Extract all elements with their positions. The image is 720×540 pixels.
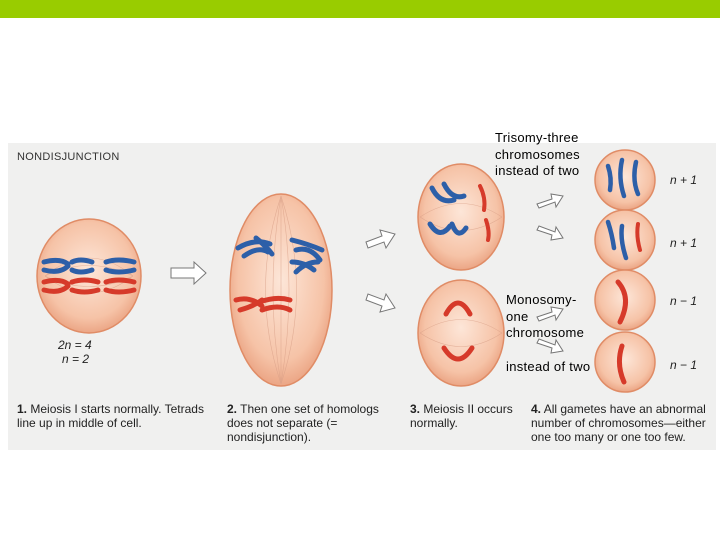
monosomy-annotation: Monosomy- one chromosome — [506, 292, 585, 340]
gamete-3 — [594, 269, 656, 331]
trisomy-annotation: Trisomy-three chromosomes instead of two — [495, 130, 580, 178]
arrow-icon — [365, 229, 396, 250]
gamete-label-3: n − 1 — [670, 294, 698, 308]
arrow-icon — [536, 193, 564, 354]
gamete-4 — [594, 331, 656, 393]
tetrad-blue — [41, 257, 95, 275]
step-caption-3: 3. Meiosis II occurs normally. — [410, 402, 513, 430]
cell-meiosis-1 — [36, 218, 142, 334]
arrow-icon — [365, 292, 396, 313]
accent-bar — [0, 0, 720, 18]
cell-meiosis-3-bottom — [417, 279, 505, 387]
homologs-red — [233, 295, 293, 313]
gamete-1 — [594, 149, 656, 211]
monosomy-annotation-tail: instead of two — [506, 359, 591, 374]
diploid-label: 2n = 4 — [58, 338, 92, 352]
cell-meiosis-2 — [229, 193, 333, 387]
tetrad-red — [41, 277, 101, 295]
step-caption-1: 1. Meiosis I starts normally. Tetrads li… — [17, 402, 204, 430]
haploid-label: n = 2 — [62, 352, 90, 366]
gamete-2 — [594, 209, 656, 271]
cell-meiosis-3-top — [417, 163, 505, 271]
gamete-label-4: n − 1 — [670, 358, 698, 372]
gamete-label-1: n + 1 — [670, 173, 698, 187]
figure-title: NONDISJUNCTION — [17, 151, 120, 163]
homologs-blue — [235, 235, 325, 275]
arrow-icon — [170, 260, 207, 286]
step-caption-2: 2. Then one set of homologs does not sep… — [227, 402, 379, 444]
gamete-label-2: n + 1 — [670, 236, 698, 250]
step-caption-4: 4. All gametes have an abnormal number o… — [531, 402, 706, 444]
